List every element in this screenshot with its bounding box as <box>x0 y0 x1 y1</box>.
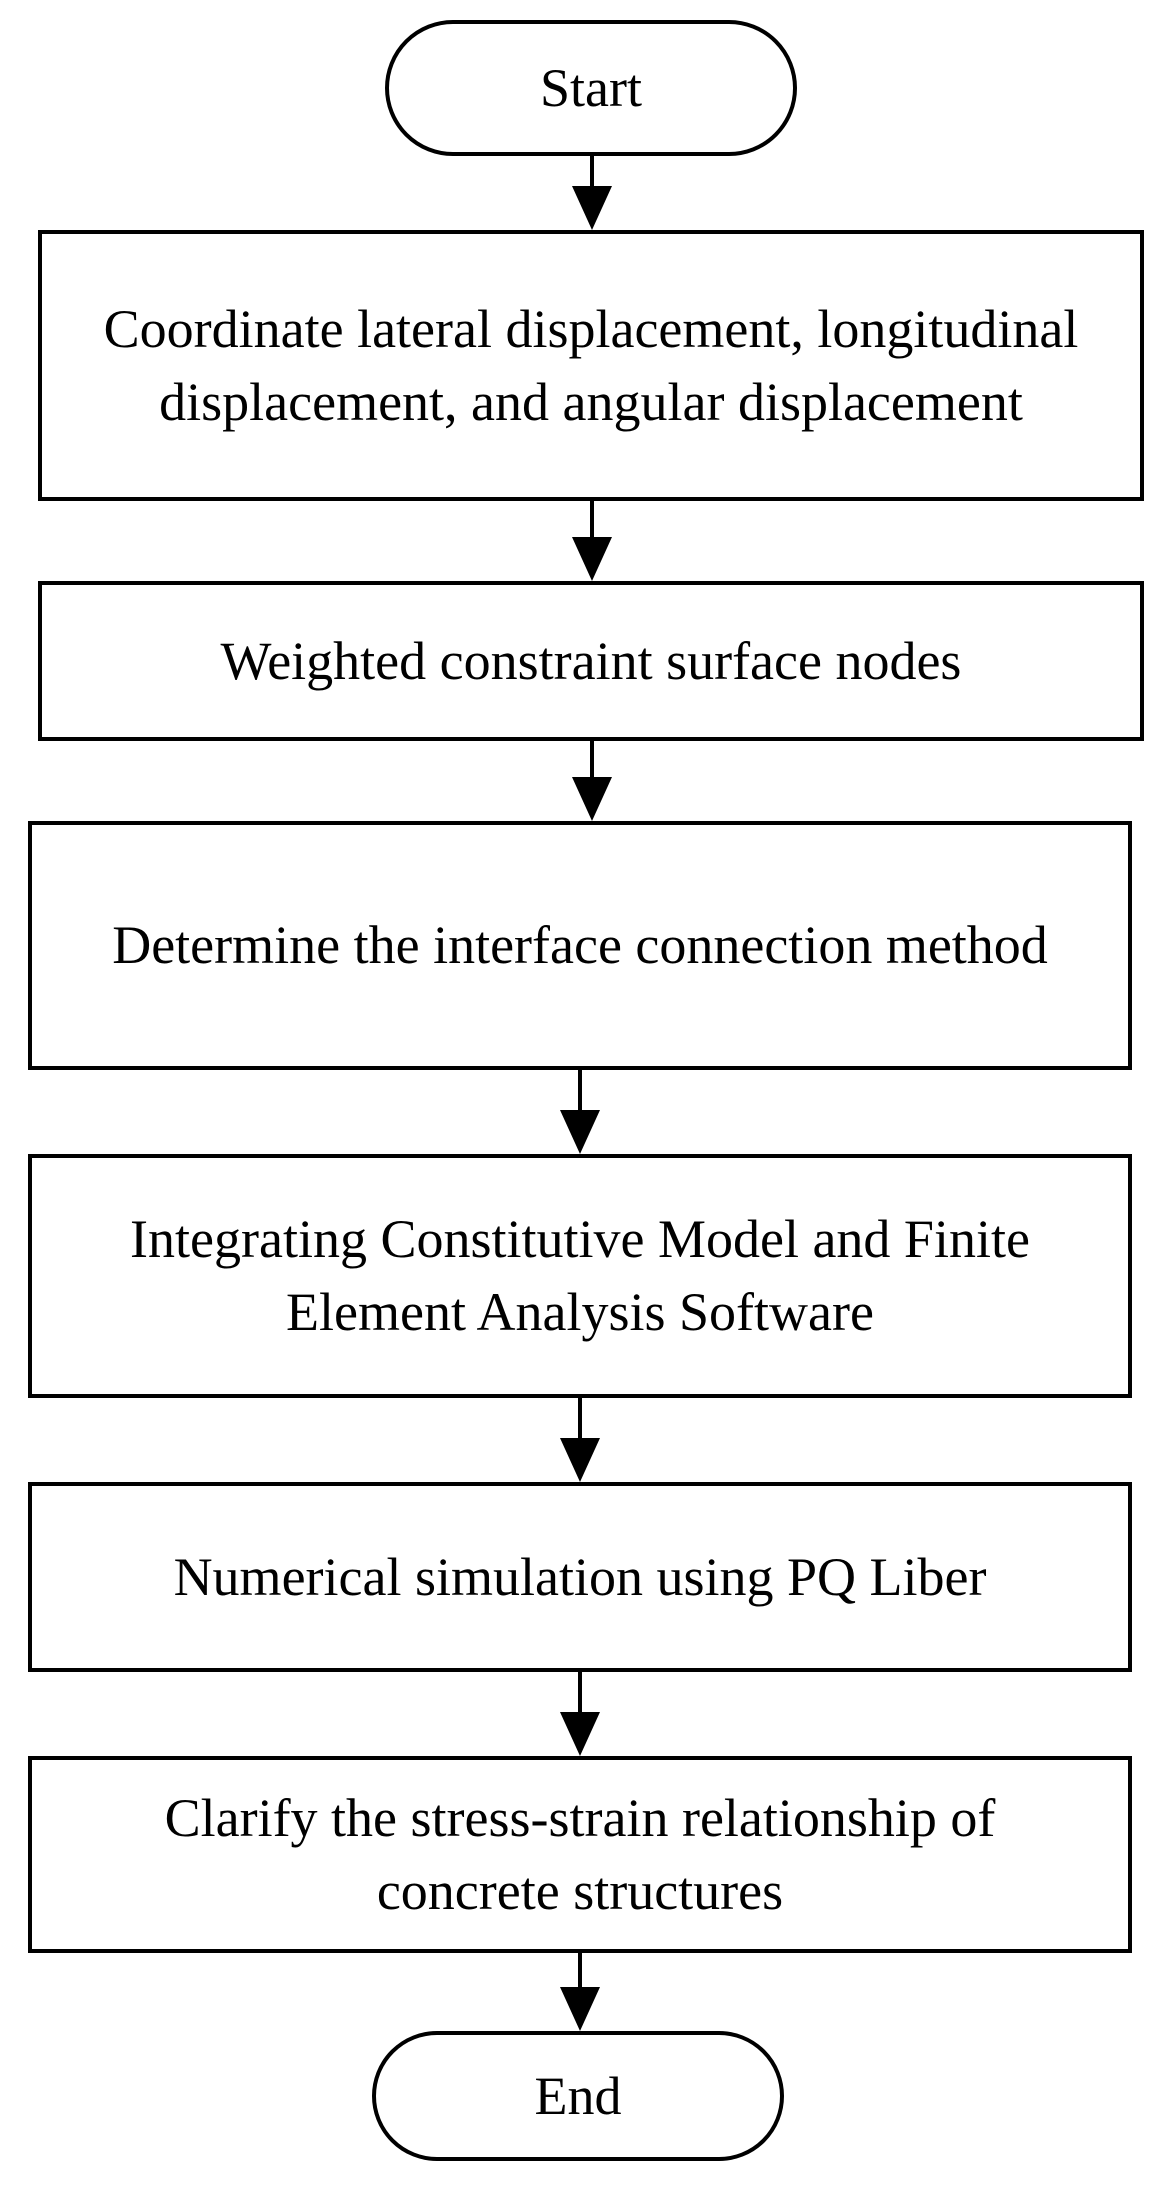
start-terminal: Start <box>385 20 797 156</box>
process-step-3-label: Determine the interface connection metho… <box>112 915 1048 976</box>
end-terminal: End <box>372 2031 784 2161</box>
arrow-step-2-to-step-3 <box>572 741 612 821</box>
process-step-1: Coordinate lateral displacement, longitu… <box>38 230 1144 501</box>
process-step-6: Clarify the stress-strain relationship o… <box>28 1756 1132 1953</box>
process-step-2-label: Weighted constraint surface nodes <box>220 630 962 691</box>
process-step-6-label: Clarify the stress-strain relationship o… <box>164 1787 996 1921</box>
arrow-step-1-to-step-2 <box>572 501 612 581</box>
arrow-step-3-to-step-4 <box>560 1070 600 1154</box>
arrow-step-6-to-end <box>560 1953 600 2031</box>
process-step-3: Determine the interface connection metho… <box>28 821 1132 1070</box>
process-step-1-label: Coordinate lateral displacement, longitu… <box>103 298 1079 432</box>
process-step-2: Weighted constraint surface nodes <box>38 581 1144 741</box>
end-label: End <box>534 2065 622 2126</box>
process-step-5-label: Numerical simulation using PQ Liber <box>173 1546 987 1607</box>
process-step-4: Integrating Constitutive Model and Finit… <box>28 1154 1132 1398</box>
start-label: Start <box>540 57 642 118</box>
arrow-step-4-to-step-5 <box>560 1398 600 1482</box>
process-step-4-label: Integrating Constitutive Model and Finit… <box>130 1209 1030 1342</box>
arrow-step-5-to-step-6 <box>560 1672 600 1756</box>
arrow-start-to-step-1 <box>572 156 612 230</box>
process-step-5: Numerical simulation using PQ Liber <box>28 1482 1132 1672</box>
